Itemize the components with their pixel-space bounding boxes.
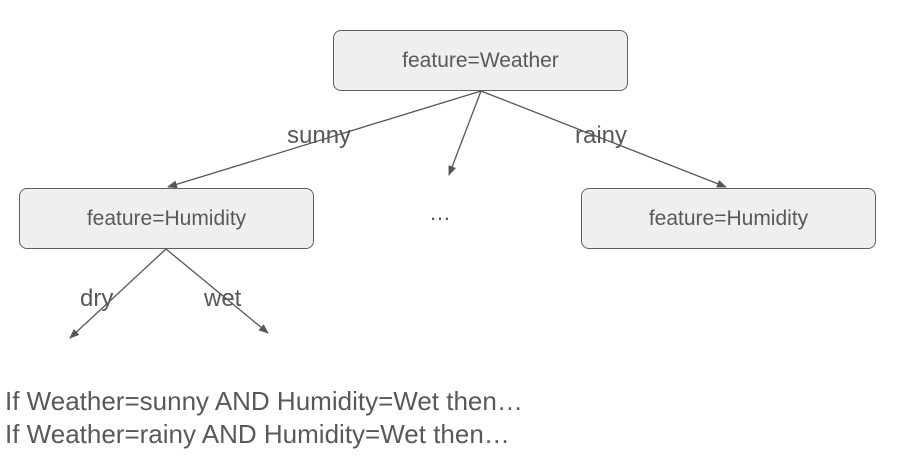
- tree-node-weather-label: feature=Weather: [402, 48, 559, 72]
- edge-left-to-dry: [69, 248, 167, 339]
- edge-root-to-middle: [448, 90, 482, 176]
- edge-root-to-left: [167, 90, 482, 189]
- middle-branch-ellipsis: …: [429, 200, 451, 225]
- edge-label-rainy: rainy: [575, 122, 628, 149]
- edge-root-to-right: [480, 90, 727, 188]
- tree-node-humidity-left: feature=Humidity: [19, 188, 314, 249]
- edge-label-sunny: sunny: [287, 122, 352, 149]
- tree-node-humidity-right: feature=Humidity: [581, 188, 876, 249]
- edge-label-wet: wet: [204, 285, 242, 312]
- tree-node-humidity-left-label: feature=Humidity: [86, 206, 247, 230]
- rule-text-1: If Weather=sunny AND Humidity=Wet then…: [5, 386, 523, 416]
- rule-text-2: If Weather=rainy AND Humidity=Wet then…: [5, 419, 510, 449]
- edge-left-to-wet: [165, 248, 269, 334]
- edge-label-dry: dry: [80, 285, 114, 312]
- tree-node-humidity-right-label: feature=Humidity: [648, 206, 809, 230]
- tree-node-weather: feature=Weather: [333, 30, 628, 91]
